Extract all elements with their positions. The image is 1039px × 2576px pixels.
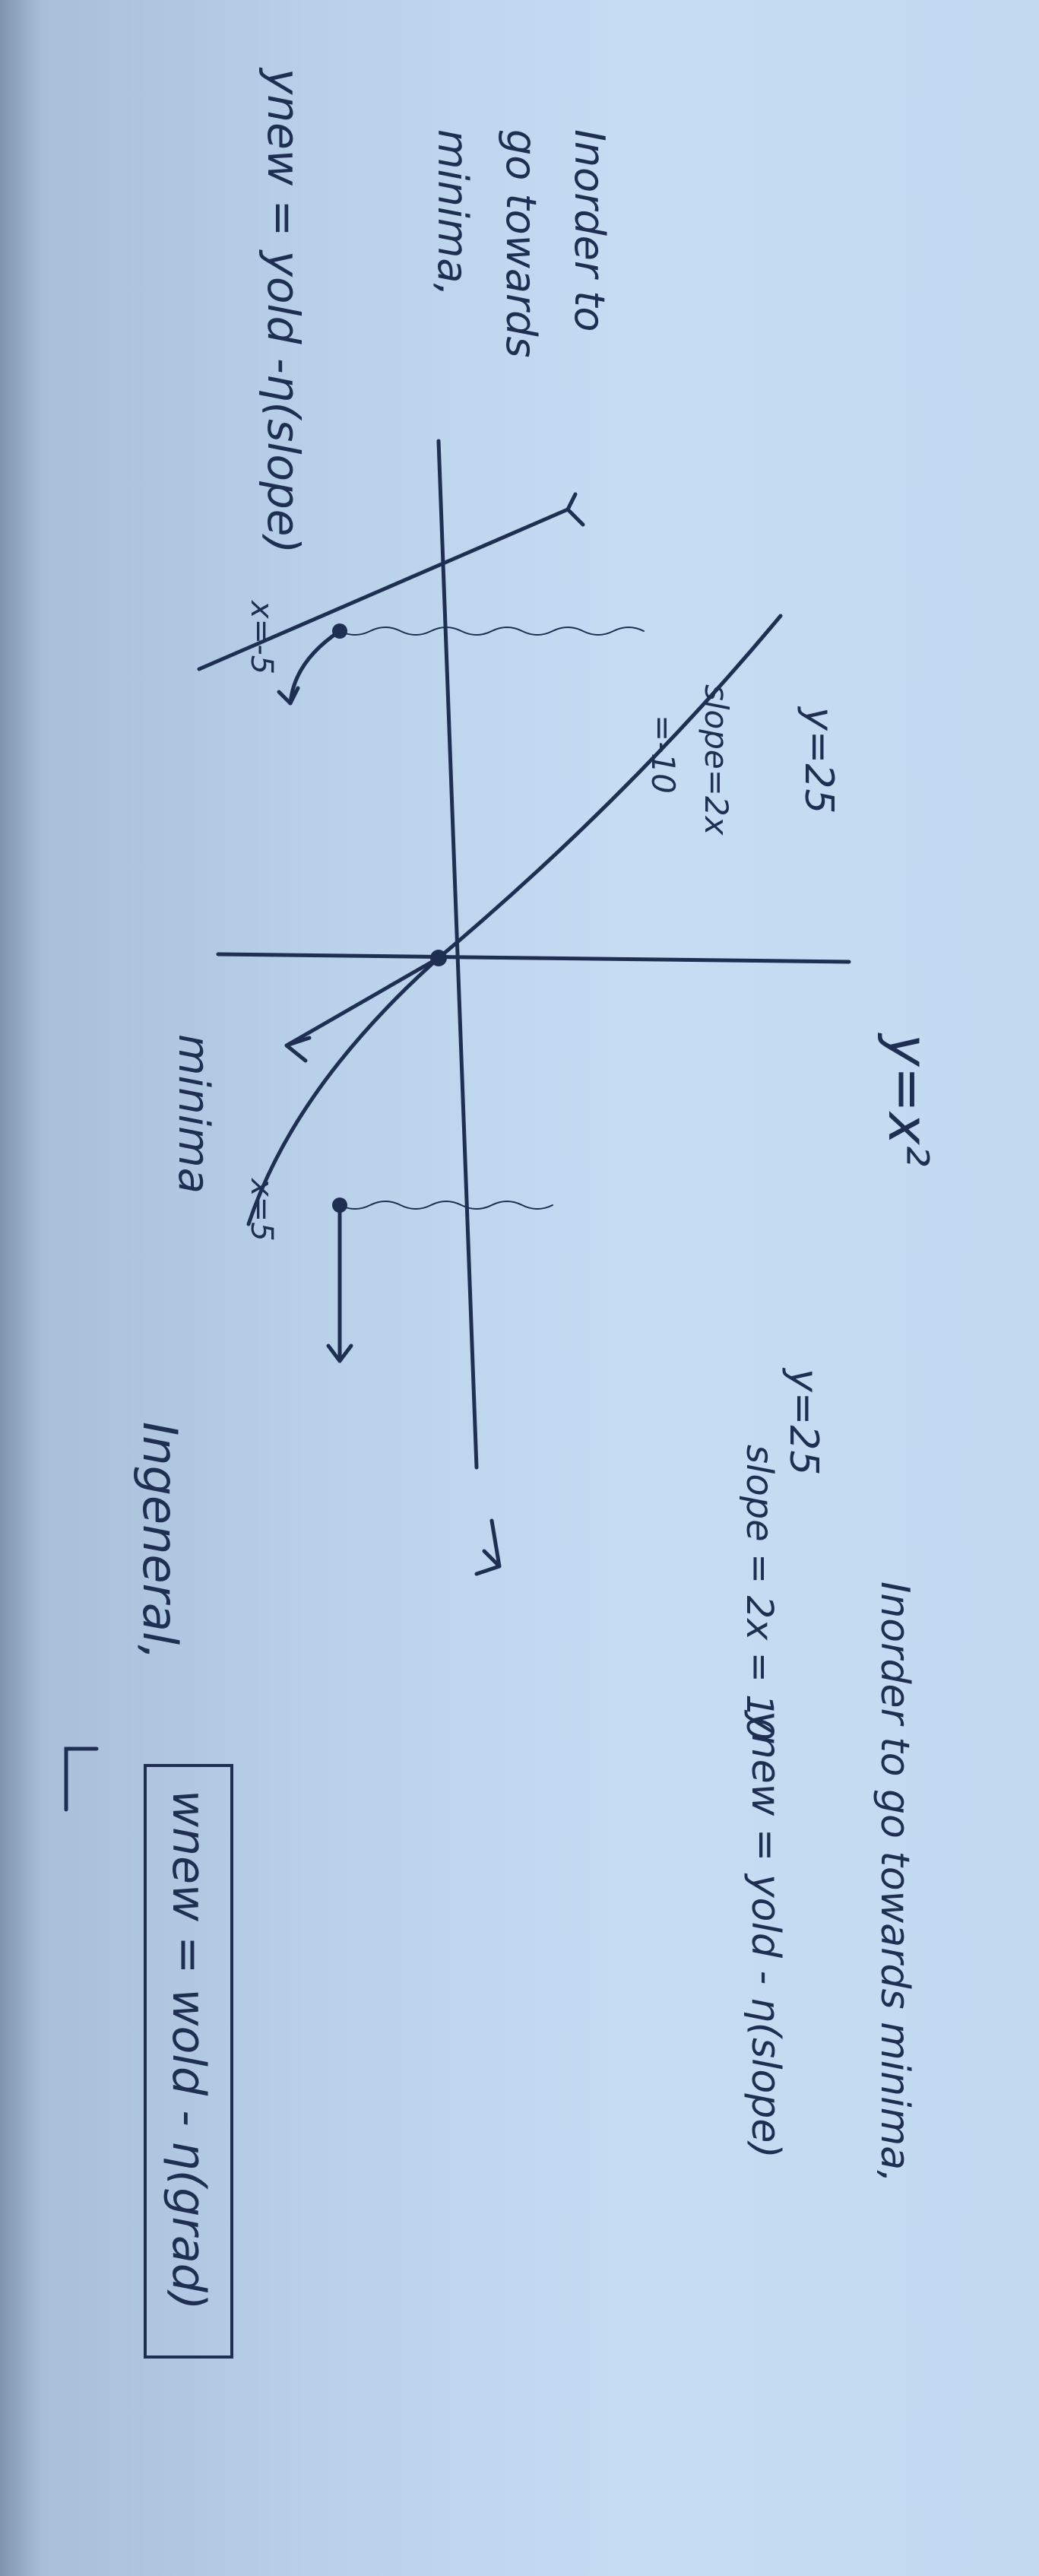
tangent-arrowhead <box>565 492 585 527</box>
right-inorder-text: Inorder to go towards minima, <box>872 1581 917 2183</box>
right-arrowhead <box>326 1344 353 1363</box>
general-label: Ingeneral, <box>132 1422 188 1660</box>
inorder-arrowhead <box>474 1518 502 1576</box>
left-slope-line-2: =-10 <box>645 715 682 794</box>
right-point-marker <box>332 1198 347 1213</box>
left-pointer-line <box>288 629 342 706</box>
minima-label: minima <box>169 1034 218 1194</box>
left-note-formula: ynew = yold -η(slope) <box>258 68 309 554</box>
y-axis <box>216 952 851 964</box>
x-pos-label: x=5 <box>244 1179 279 1242</box>
right-formula: ynew = yold - η(slope) <box>743 1711 788 2159</box>
minima-point-marker <box>430 950 447 966</box>
left-note-line-3: minima, <box>429 129 477 297</box>
general-formula: wnew = wold - η(grad) <box>162 1790 215 2311</box>
left-note-line-2: go towards <box>497 129 545 358</box>
left-arrowhead <box>277 686 300 706</box>
left-point-y: y=25 <box>796 707 841 814</box>
x-neg-label: x=-5 <box>244 601 279 675</box>
right-slope: slope = 2x = 10 <box>738 1445 781 1741</box>
general-formula-box: wnew = wold - η(grad) <box>144 1764 233 2359</box>
left-slope-line-1: slope=2x <box>698 684 735 836</box>
guide-line-left <box>339 627 645 636</box>
parabola-curve <box>246 614 783 1226</box>
right-y-value: y=25 <box>781 1369 826 1476</box>
minima-arrowhead <box>284 1036 312 1063</box>
left-note-line-1: Inorder to <box>565 129 613 332</box>
minima-pointer-line <box>284 956 441 1048</box>
left-point-marker <box>332 623 347 639</box>
box-corner-mark <box>64 1746 99 1812</box>
x-axis <box>436 439 479 1470</box>
guide-line-right <box>339 1201 553 1210</box>
page-title: y=x² <box>876 1034 940 1167</box>
tangent-line <box>197 507 570 671</box>
